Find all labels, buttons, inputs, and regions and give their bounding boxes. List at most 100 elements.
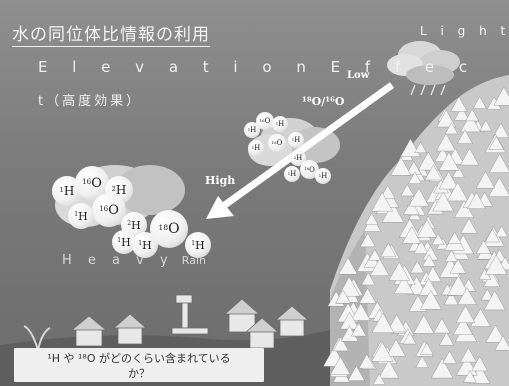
tree-icon [484, 228, 501, 243]
cloud-light-rain-icon [387, 41, 460, 96]
caption-line1: ¹H や ¹⁸O がどのくらい含まれている [47, 352, 231, 365]
tree-icon [380, 184, 396, 199]
tree-icon [492, 122, 509, 138]
tree-icon [424, 265, 442, 282]
tree-icon [484, 254, 508, 275]
tree-icon [386, 338, 406, 357]
tree-icon [485, 324, 506, 343]
tree-icon [471, 356, 488, 372]
tree-icon [460, 217, 478, 234]
tree-icon [465, 108, 480, 122]
tree-icon [480, 288, 494, 301]
tree-icon [371, 312, 395, 333]
elevation-effect-title-line1: E l e v a t i o n E f f e c [38, 58, 478, 76]
tree-icon [403, 199, 420, 215]
tree-icon [472, 96, 487, 109]
water-tower-icon [171, 294, 209, 335]
tree-icon [381, 202, 405, 223]
tree-icon [495, 225, 509, 238]
tree-icon [350, 302, 371, 321]
tree-icon [359, 232, 376, 248]
tree-icon [449, 258, 467, 274]
tree-icon [330, 356, 351, 375]
tree-icon [390, 156, 412, 176]
tree-icon [368, 249, 382, 261]
house-icon [112, 313, 148, 345]
tree-icon [457, 287, 477, 305]
tree-icon [393, 275, 415, 294]
tree-icon [361, 272, 376, 286]
high-label: High [205, 174, 236, 187]
tree-icon [358, 353, 375, 369]
heavy-rain-label: H e a v y Rain [62, 253, 206, 268]
tree-icon [424, 164, 443, 181]
house-icon [223, 298, 261, 333]
low-label: Low [347, 70, 370, 81]
houses [70, 294, 310, 349]
tree-icon [350, 322, 367, 337]
tree-icon [456, 129, 473, 144]
tree-icon [380, 242, 397, 258]
tree-icon [402, 331, 417, 345]
tree-icon [408, 171, 422, 184]
tree-icon [332, 336, 349, 352]
tree-icon [447, 275, 470, 296]
tree-icon [430, 357, 454, 379]
tree-icon [488, 153, 509, 173]
tree-icon [432, 191, 455, 212]
tree-icon [433, 317, 451, 334]
tree-icon [459, 147, 480, 166]
tree-icon [444, 122, 459, 135]
tree-icon [371, 191, 394, 212]
tree-icon [467, 191, 486, 209]
tree-icon [378, 359, 400, 379]
forest [323, 86, 509, 385]
tree-icon [494, 335, 509, 351]
tree-icon [338, 257, 358, 275]
tree-icon [443, 291, 459, 306]
sprout-icon [23, 325, 51, 351]
tree-icon [442, 350, 457, 364]
tree-icon [479, 119, 493, 132]
isotope-ratio-label: ¹⁸O/¹⁶O [302, 95, 345, 108]
tree-icon [410, 260, 425, 274]
tree-icon [439, 331, 454, 346]
tree-icon [436, 109, 456, 128]
tree-icon [459, 347, 477, 363]
house-icon [244, 317, 280, 349]
tree-icon [455, 305, 476, 323]
tree-icon [488, 135, 505, 150]
tree-icon [364, 212, 379, 225]
tree-icon [408, 187, 430, 207]
tree-icon [388, 261, 411, 281]
tree-icon [452, 316, 474, 335]
tree-icon [438, 151, 460, 171]
tree-icon [386, 314, 407, 333]
tree-icon [460, 113, 481, 133]
tree-icon [372, 373, 386, 385]
tree-icon [462, 370, 477, 383]
tree-icon [371, 341, 394, 362]
tree-icon [416, 219, 438, 238]
tree-icon [419, 342, 434, 355]
tree-icon [470, 308, 491, 327]
tree-icon [447, 231, 462, 244]
elevation-effect-title-line2: t（高度効果） [38, 94, 143, 109]
tree-icon [413, 240, 429, 254]
tree-icon [415, 355, 429, 368]
tree-icon [438, 171, 459, 190]
tree-icon [358, 287, 377, 304]
tree-icon [422, 254, 437, 267]
tree-icon [475, 239, 492, 254]
